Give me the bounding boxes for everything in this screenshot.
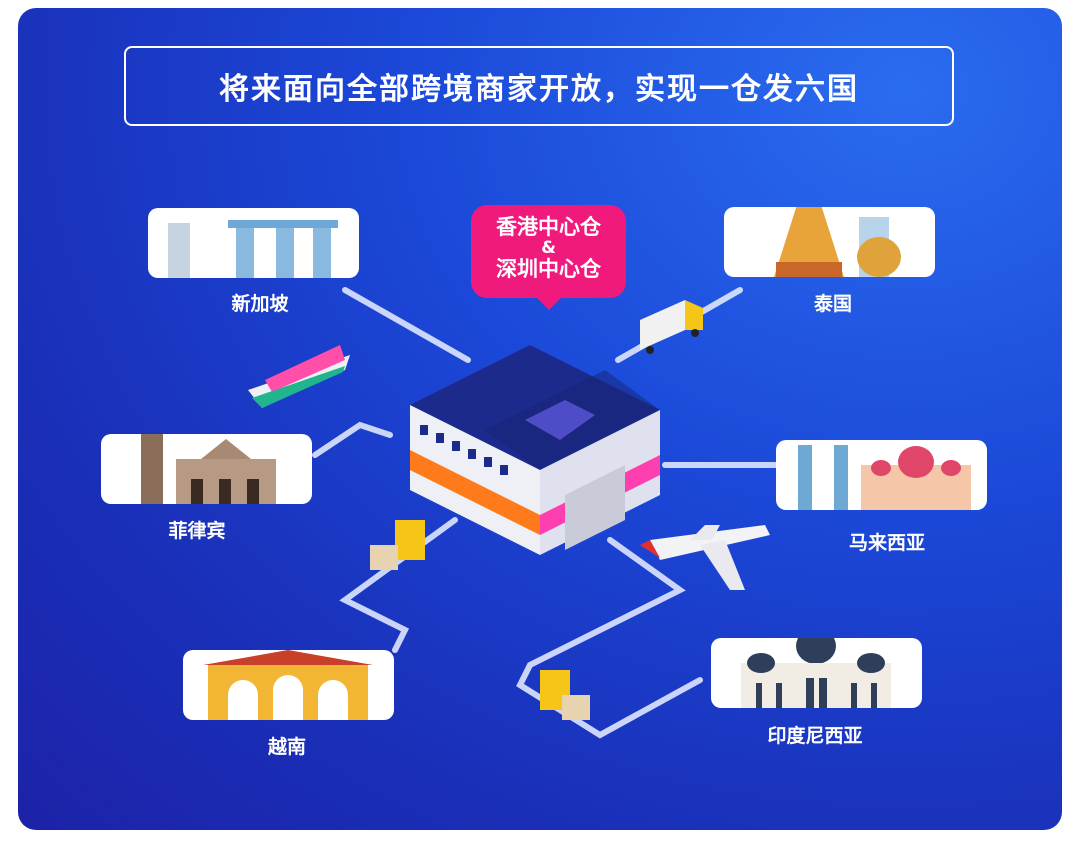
hub-warehouse-badge: 香港中心仓 & 深圳中心仓 (471, 205, 626, 310)
pagoda-icon (774, 207, 901, 277)
imperial-gate-icon (203, 650, 373, 720)
church-icon (141, 434, 276, 504)
airplane-illustration (640, 525, 770, 590)
singapore-card (148, 208, 359, 278)
petronas-towers-icon (798, 445, 971, 510)
label-philippines: 菲律宾 (168, 520, 226, 542)
warehouse-illustration (410, 345, 660, 555)
mosque-icon (741, 638, 891, 708)
ship-illustration (248, 345, 350, 408)
title-banner: 将来面向全部跨境商家开放，实现一仓发六国 (124, 46, 954, 126)
thailand-card (724, 207, 935, 277)
hub-hongkong: 香港中心仓 (496, 215, 601, 239)
marina-bay-sands-icon (168, 220, 338, 278)
hub-shenzhen: 深圳中心仓 (496, 257, 601, 281)
label-singapore: 新加坡 (231, 293, 289, 315)
vietnam-card (183, 650, 394, 720)
forklift-illustration (370, 520, 590, 720)
label-thailand: 泰国 (813, 293, 853, 315)
truck-illustration (640, 300, 703, 354)
philippines-card (101, 434, 312, 504)
label-vietnam: 越南 (267, 736, 307, 758)
hub-ampersand: & (541, 238, 556, 258)
malaysia-card (776, 440, 987, 510)
indonesia-card (711, 638, 922, 708)
label-indonesia: 印度尼西亚 (767, 725, 863, 747)
label-malaysia: 马来西亚 (848, 532, 926, 554)
page-title: 将来面向全部跨境商家开放，实现一仓发六国 (219, 72, 859, 107)
